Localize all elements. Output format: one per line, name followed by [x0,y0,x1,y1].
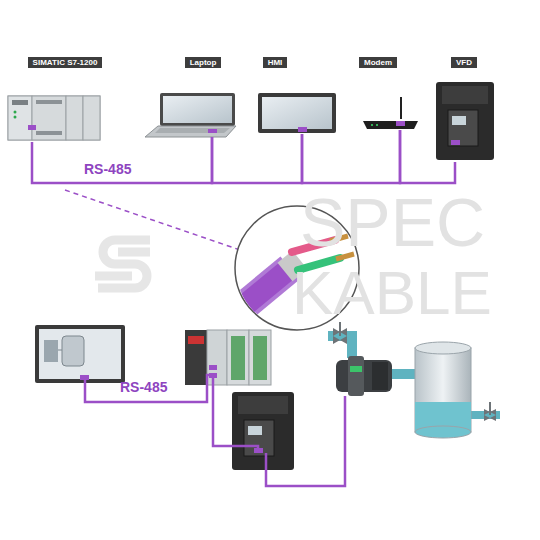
bus-connector [32,137,212,183]
rs485-cable [65,190,240,250]
hmi-panel [35,325,125,383]
modem-device [363,97,418,129]
device-tag: Modem [359,57,397,68]
vfd-device [436,82,494,160]
watermark-logo [95,240,150,288]
plc-device [185,330,271,385]
tank [415,342,471,438]
device-node: HMI [255,55,337,134]
plc-device [8,96,100,140]
bus-connector [302,130,400,183]
pump [336,356,392,396]
vfd-device [232,392,294,470]
device-tag: SIMATIC S7-1200 [28,57,103,68]
hmi-panel [258,93,336,133]
device-tag: VFD [451,57,477,68]
device-node: Modem [355,55,420,130]
watermark-text: SPEC [300,188,485,256]
watermark-text: KABLE [292,262,492,324]
bus-label: RS-485 [84,161,131,177]
bus-connector [212,134,302,183]
device-tag: Laptop [185,57,222,68]
device-node: SIMATIC S7-1200 [8,55,103,142]
bus-label: RS-485 [120,380,167,394]
rs485-cable [85,375,345,486]
bus-connector [400,130,455,183]
process-piping [328,322,500,421]
device-node: VFD [432,55,498,162]
laptop-device [145,93,236,137]
device-node: Laptop [145,55,237,137]
device-tag: HMI [263,57,288,68]
